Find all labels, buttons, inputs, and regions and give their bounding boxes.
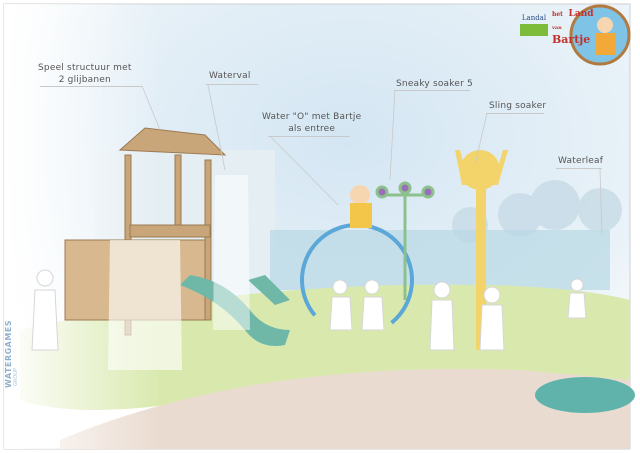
sling-soaker: [455, 150, 508, 350]
children: [31, 269, 587, 351]
bartje-figure: [350, 185, 372, 228]
label-sneaky-soaker: Sneaky soaker 5: [396, 79, 473, 89]
underline: [394, 90, 470, 91]
label-waterleaf: Waterleaf: [558, 156, 604, 166]
label-line-2: 2 glijbanen: [58, 75, 111, 85]
underline: [206, 84, 258, 85]
bartje-land: Land: [568, 9, 594, 19]
label-speel-structuur: Speel structuur met 2 glijbanen: [38, 62, 132, 86]
underline: [40, 86, 142, 87]
leader-lines: [141, 84, 603, 236]
landal-logo: Landal: [520, 8, 548, 40]
bartje-van: van: [552, 25, 562, 31]
water-o-ring: [300, 223, 414, 337]
label-line-1: Water "O" met Bartje: [262, 112, 362, 122]
waterfall: [108, 240, 182, 370]
watergames-watermark-sub: GROUP: [13, 368, 19, 386]
bartje-logo-title: het Land van Bartje: [552, 6, 594, 46]
label-sling-soaker: Sling soaker: [489, 101, 547, 111]
sneaky-soaker: [375, 181, 435, 300]
bartje-het: het: [552, 11, 563, 18]
bartje-name: Bartje: [552, 33, 591, 46]
splash-pad: [535, 377, 635, 413]
label-line-2: als entree: [288, 124, 336, 134]
waterfall-2: [213, 175, 250, 330]
underline: [486, 113, 544, 114]
label-line-1: Speel structuur met: [38, 63, 132, 73]
underline: [556, 168, 602, 169]
watergames-watermark: WATERGAMES: [4, 319, 13, 388]
underline: [268, 136, 350, 137]
landal-logo-text: Landal: [521, 14, 547, 22]
slide-2: [248, 275, 290, 305]
label-water-o: Water "O" met Bartje als entree: [262, 111, 361, 135]
label-waterval: Waterval: [209, 71, 251, 81]
